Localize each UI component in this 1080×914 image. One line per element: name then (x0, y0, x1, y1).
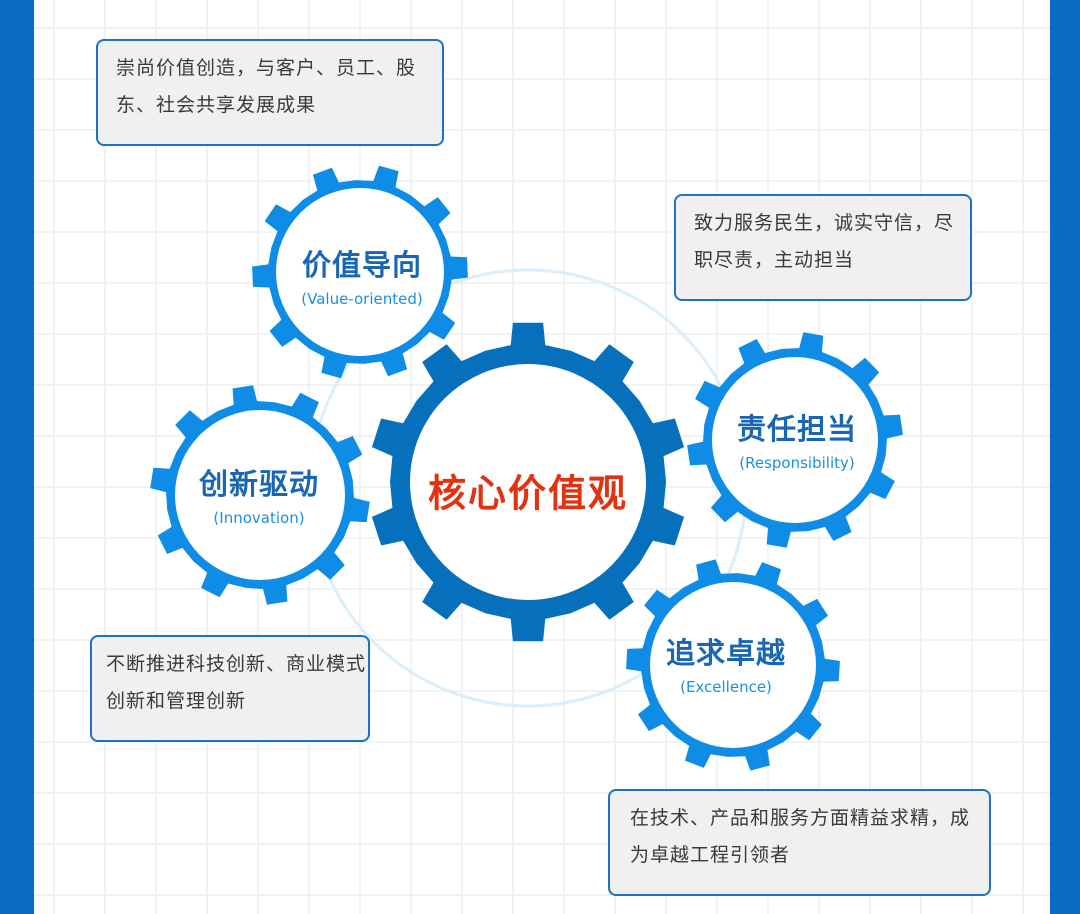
excellence-label: 追求卓越 (Excellence) (666, 630, 786, 696)
responsibility-subtitle: (Responsibility) (739, 454, 855, 472)
left-frame-bar (0, 0, 34, 914)
value-gear-icon (252, 165, 468, 379)
responsibility-gear-icon (687, 332, 903, 548)
innovation-description: 不断推进科技创新、商业模式创新和管理创新 (106, 653, 367, 712)
innovation-subtitle: (Innovation) (213, 509, 305, 527)
value-description-box: 崇尚价值创造，与客户、员工、股东、社会共享发展成果 (96, 39, 444, 146)
gear-hub (410, 364, 646, 600)
core-label: 核心价值观 (428, 463, 628, 518)
gear-hub (276, 188, 444, 356)
excellence-subtitle: (Excellence) (680, 678, 772, 696)
innovation-label: 创新驱动 (Innovation) (199, 461, 319, 527)
innovation-gear-icon (150, 385, 370, 605)
responsibility-description-box: 致力服务民生，诚实守信，尽职尽责，主动担当 (674, 194, 972, 301)
responsibility-label: 责任担当 (Responsibility) (737, 406, 857, 472)
excellence-description-box: 在技术、产品和服务方面精益求精，成为卓越工程引领者 (608, 789, 991, 896)
excellence-description: 在技术、产品和服务方面精益求精，成为卓越工程引领者 (630, 807, 971, 866)
excellence-gear-icon (626, 559, 840, 771)
innovation-description-box: 不断推进科技创新、商业模式创新和管理创新 (90, 635, 370, 742)
gear-hub (175, 410, 345, 580)
core-title: 核心价值观 (427, 471, 629, 516)
gear-hub (712, 357, 878, 523)
responsibility-title: 责任担当 (736, 412, 858, 446)
gear-hub (650, 582, 816, 748)
value-label: 价值导向 (Value-oriented) (301, 242, 422, 308)
right-frame-bar (1050, 0, 1080, 914)
value-title: 价值导向 (301, 248, 422, 282)
value-subtitle: (Value-oriented) (301, 290, 423, 308)
excellence-title: 追求卓越 (665, 636, 787, 670)
core-gear-icon (371, 322, 685, 642)
responsibility-description: 致力服务民生，诚实守信，尽职尽责，主动担当 (694, 212, 955, 271)
innovation-title: 创新驱动 (198, 467, 320, 501)
value-description: 崇尚价值创造，与客户、员工、股东、社会共享发展成果 (116, 57, 417, 116)
